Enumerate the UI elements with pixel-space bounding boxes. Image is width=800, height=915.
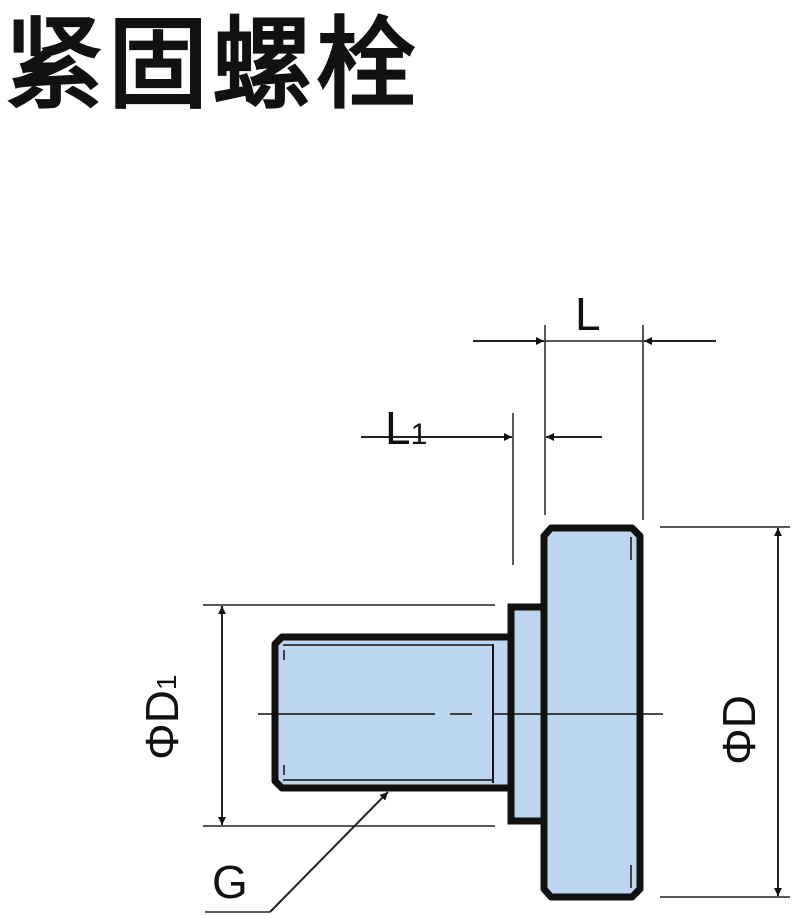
- dimension-l1: [361, 413, 602, 565]
- dimension-d: [660, 526, 790, 898]
- d1-label: ΦD1: [136, 675, 188, 761]
- thread-leader: [205, 791, 389, 913]
- dimension-d1: [203, 604, 495, 827]
- dimension-l: [473, 325, 716, 520]
- bolt-shank: [271, 633, 516, 792]
- page-title: 紧固螺栓: [4, 6, 420, 123]
- d-label: ΦD: [713, 695, 765, 765]
- l-label: L: [575, 288, 601, 340]
- g-label: G: [212, 856, 248, 908]
- l1-label: L1: [385, 402, 427, 454]
- bolt-body: [271, 524, 644, 901]
- bolt-head: [540, 524, 644, 901]
